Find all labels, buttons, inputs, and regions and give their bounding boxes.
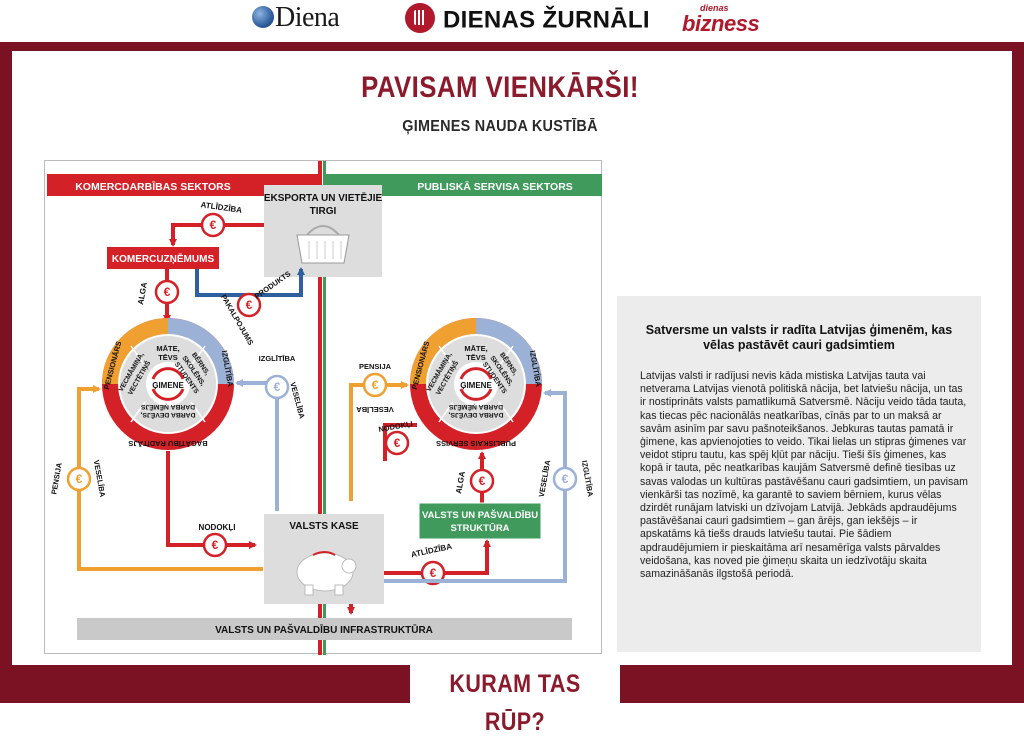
business-label: KOMERCUZŅĒMUMS — [112, 253, 215, 265]
pension-euro-icon-right — [362, 372, 388, 398]
dienas-zurnali-logo[interactable]: DIENAS ŽURNĀLI — [405, 3, 650, 36]
wage-label-left: ALGA — [136, 281, 149, 305]
svg-text:€: € — [394, 436, 401, 450]
taxes-label: NODOKĻI — [199, 523, 236, 532]
svg-text:€: € — [430, 566, 437, 580]
info-panel: Satversme un valsts ir radīta Latvijas ģ… — [617, 296, 981, 652]
svg-text:DARBA DEVĒJS,: DARBA DEVĒJS, — [448, 411, 503, 419]
info-body: Latvijas valsti ir radījusi nevis kāda m… — [640, 370, 968, 581]
flow-diagram-svg: KOMERCDARBĪBAS SEKTORS PUBLISKĀ SERVISA … — [47, 161, 602, 655]
diena-logo[interactable]: Diena — [252, 2, 340, 34]
public-sector-bar — [326, 174, 602, 196]
commercial-sector-bar — [47, 174, 319, 196]
svg-text:€: € — [76, 472, 83, 486]
infrastructure-bar — [77, 618, 572, 640]
wage-label-right: ALGA — [454, 470, 467, 494]
taxes-flow-right — [383, 423, 417, 461]
svg-text:€: € — [479, 474, 486, 488]
health-label-right-2: VESELĪBA — [537, 459, 552, 498]
public-structure-line1: VALSTS UN PAŠVALDĪBU — [422, 509, 538, 521]
svg-text:€: € — [372, 378, 379, 392]
reward-label: ATLĪDZĪBA — [200, 200, 243, 215]
health-label-right: VESELĪBA — [356, 405, 394, 414]
page-subtitle: ĢIMENES NAUDA KUSTĪBĀ — [402, 118, 598, 135]
svg-text:PUBLISKAIS SERVISS: PUBLISKAIS SERVISS — [436, 439, 516, 448]
svg-text:MĀTE,: MĀTE, — [156, 344, 179, 353]
reward-flow-arrow — [169, 223, 264, 247]
money-flow-diagram: KOMERCDARBĪBAS SEKTORS PUBLISKĀ SERVISA … — [44, 160, 602, 655]
svg-text:€: € — [246, 298, 253, 312]
family-wheel-left — [102, 318, 234, 450]
education-label-left: IZGLĪTĪBA — [259, 354, 296, 363]
svg-text:€: € — [274, 380, 281, 394]
divider-red — [318, 161, 322, 655]
info-title: Satversme un valsts ir radīta Latvijas ģ… — [645, 323, 953, 352]
bottom-banner-label: KURAM TAS RŪP? — [449, 670, 581, 736]
family-wheel-right — [410, 318, 542, 450]
pension-euro-icon-left — [66, 466, 92, 492]
wage-euro-icon-right — [469, 468, 495, 494]
commercial-sector-label: KOMERCDARBĪBAS SEKTORS — [75, 181, 231, 193]
export-markets-line1: EKSPORTA UN VIETĒJIE — [264, 192, 383, 204]
page-title: PAVISAM VIENKĀRŠI! — [361, 71, 639, 104]
basket-icon — [296, 225, 350, 264]
export-markets-line2: TIRGI — [310, 206, 337, 217]
taxes-euro-icon-right — [384, 430, 410, 456]
svg-text:MĀTE,: MĀTE, — [464, 344, 487, 353]
public-sector-label: PUBLISKĀ SERVISA SEKTORS — [417, 181, 573, 193]
reward-euro-icon-right — [420, 560, 446, 586]
svg-text:BAGĀTĪBU RADĪTĀJS: BAGĀTĪBU RADĪTĀJS — [128, 439, 207, 448]
svg-text:€: € — [164, 285, 171, 299]
svg-text:DARBA DEVĒJS,: DARBA DEVĒJS, — [140, 411, 195, 419]
wheel-left-center: ĢIMENE — [152, 381, 184, 390]
svg-text:€: € — [210, 218, 217, 232]
education-label-right: IZGLĪTĪBA — [580, 460, 595, 498]
health-label-left: VESELĪBA — [92, 459, 107, 498]
globe-icon — [252, 5, 274, 28]
health-label-left-2: VESELĪBA — [288, 381, 307, 420]
svg-text:DARBA ŅĒMĒJS: DARBA ŅĒMĒJS — [140, 403, 195, 411]
pension-label-left: PENSIJA — [49, 461, 64, 495]
magazine-badge-icon — [405, 3, 435, 33]
pension-label-right: PENSIJA — [359, 362, 392, 371]
reward-flow-arrow-right — [384, 539, 491, 575]
pension-flow-arrow-right — [349, 381, 409, 501]
piggy-bank-icon — [296, 551, 357, 596]
reward-label-right: ATLĪDZĪBA — [410, 542, 453, 560]
svg-text:DARBA ŅĒMĒJS: DARBA ŅĒMĒJS — [448, 403, 503, 411]
education-euro-icon-right — [552, 466, 578, 492]
education-euro-icon-left — [264, 374, 290, 400]
svg-text:TĒVS: TĒVS — [466, 353, 486, 362]
svg-text:TĒVS: TĒVS — [158, 353, 178, 362]
svg-text:€: € — [212, 538, 219, 552]
divider-green — [323, 161, 326, 655]
svg-text:€: € — [562, 472, 569, 486]
education-flow-arrow-left — [235, 379, 279, 511]
wheel-right-center: ĢIMENE — [460, 381, 492, 390]
business-box — [107, 247, 219, 269]
public-structure-line2: STRUKTŪRA — [450, 523, 509, 534]
public-structure-box — [418, 502, 542, 540]
infrastructure-label: VALSTS UN PAŠVALDĪBU INFRASTRUKTŪRA — [215, 623, 433, 636]
bottom-banner[interactable]: KURAM TAS RŪP? — [410, 665, 620, 736]
treasury-label: VALSTS KASE — [289, 521, 359, 532]
